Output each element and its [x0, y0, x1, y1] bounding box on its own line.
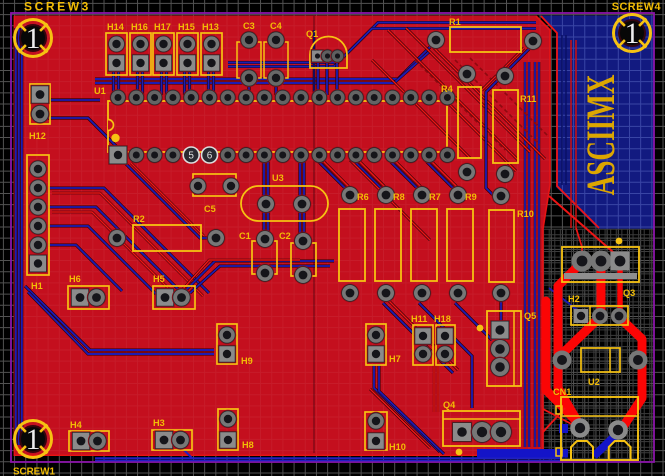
- svg-text:H2: H2: [568, 294, 580, 304]
- svg-text:R7: R7: [429, 192, 441, 202]
- svg-text:H5: H5: [153, 274, 165, 284]
- svg-text:H8: H8: [242, 440, 254, 450]
- svg-text:U3: U3: [272, 173, 284, 183]
- svg-text:R6: R6: [357, 192, 369, 202]
- svg-text:C1: C1: [239, 231, 251, 241]
- svg-text:H10: H10: [389, 442, 406, 452]
- svg-text:R9: R9: [465, 192, 477, 202]
- svg-text:Q1: Q1: [306, 29, 318, 39]
- svg-text:H6: H6: [69, 274, 81, 284]
- svg-text:H7: H7: [389, 354, 401, 364]
- svg-text:Q5: Q5: [524, 311, 536, 321]
- svg-text:R4: R4: [441, 84, 454, 94]
- svg-text:Q4: Q4: [443, 400, 456, 410]
- svg-text:C5: C5: [204, 204, 216, 214]
- svg-text:H11: H11: [411, 314, 427, 324]
- svg-text:1: 1: [26, 22, 41, 55]
- svg-text:H1: H1: [31, 281, 43, 291]
- svg-text:R10: R10: [517, 209, 534, 219]
- svg-text:1: 1: [625, 17, 640, 50]
- svg-text:5: 5: [188, 150, 194, 161]
- svg-text:C3: C3: [243, 21, 255, 31]
- svg-text:SCREW3: SCREW3: [24, 0, 91, 14]
- svg-text:H4: H4: [70, 420, 83, 430]
- svg-text:U2: U2: [588, 377, 600, 387]
- svg-text:6: 6: [207, 150, 213, 161]
- svg-text:U1: U1: [94, 86, 106, 96]
- svg-text:H9: H9: [241, 356, 253, 366]
- svg-text:H16: H16: [131, 22, 148, 32]
- svg-text:ASCIIMX: ASCIIMX: [580, 74, 623, 195]
- svg-text:H17: H17: [154, 22, 171, 32]
- svg-text:H3: H3: [153, 418, 165, 428]
- svg-text:H18: H18: [434, 314, 451, 324]
- svg-text:R11: R11: [520, 94, 536, 104]
- svg-text:C4: C4: [270, 21, 283, 31]
- svg-text:H13: H13: [202, 22, 219, 32]
- svg-text:CN1: CN1: [553, 387, 571, 397]
- svg-text:H12: H12: [29, 131, 46, 141]
- svg-text:SCREW1: SCREW1: [13, 467, 55, 476]
- svg-text:SCREW4: SCREW4: [612, 1, 661, 13]
- svg-text:R1: R1: [449, 17, 461, 27]
- svg-text:R2: R2: [133, 214, 145, 224]
- svg-text:H15: H15: [178, 22, 195, 32]
- svg-text:C2: C2: [279, 231, 291, 241]
- svg-text:R8: R8: [393, 192, 405, 202]
- svg-text:1: 1: [26, 423, 41, 456]
- svg-text:H14: H14: [107, 22, 125, 32]
- svg-text:Q3: Q3: [623, 288, 635, 298]
